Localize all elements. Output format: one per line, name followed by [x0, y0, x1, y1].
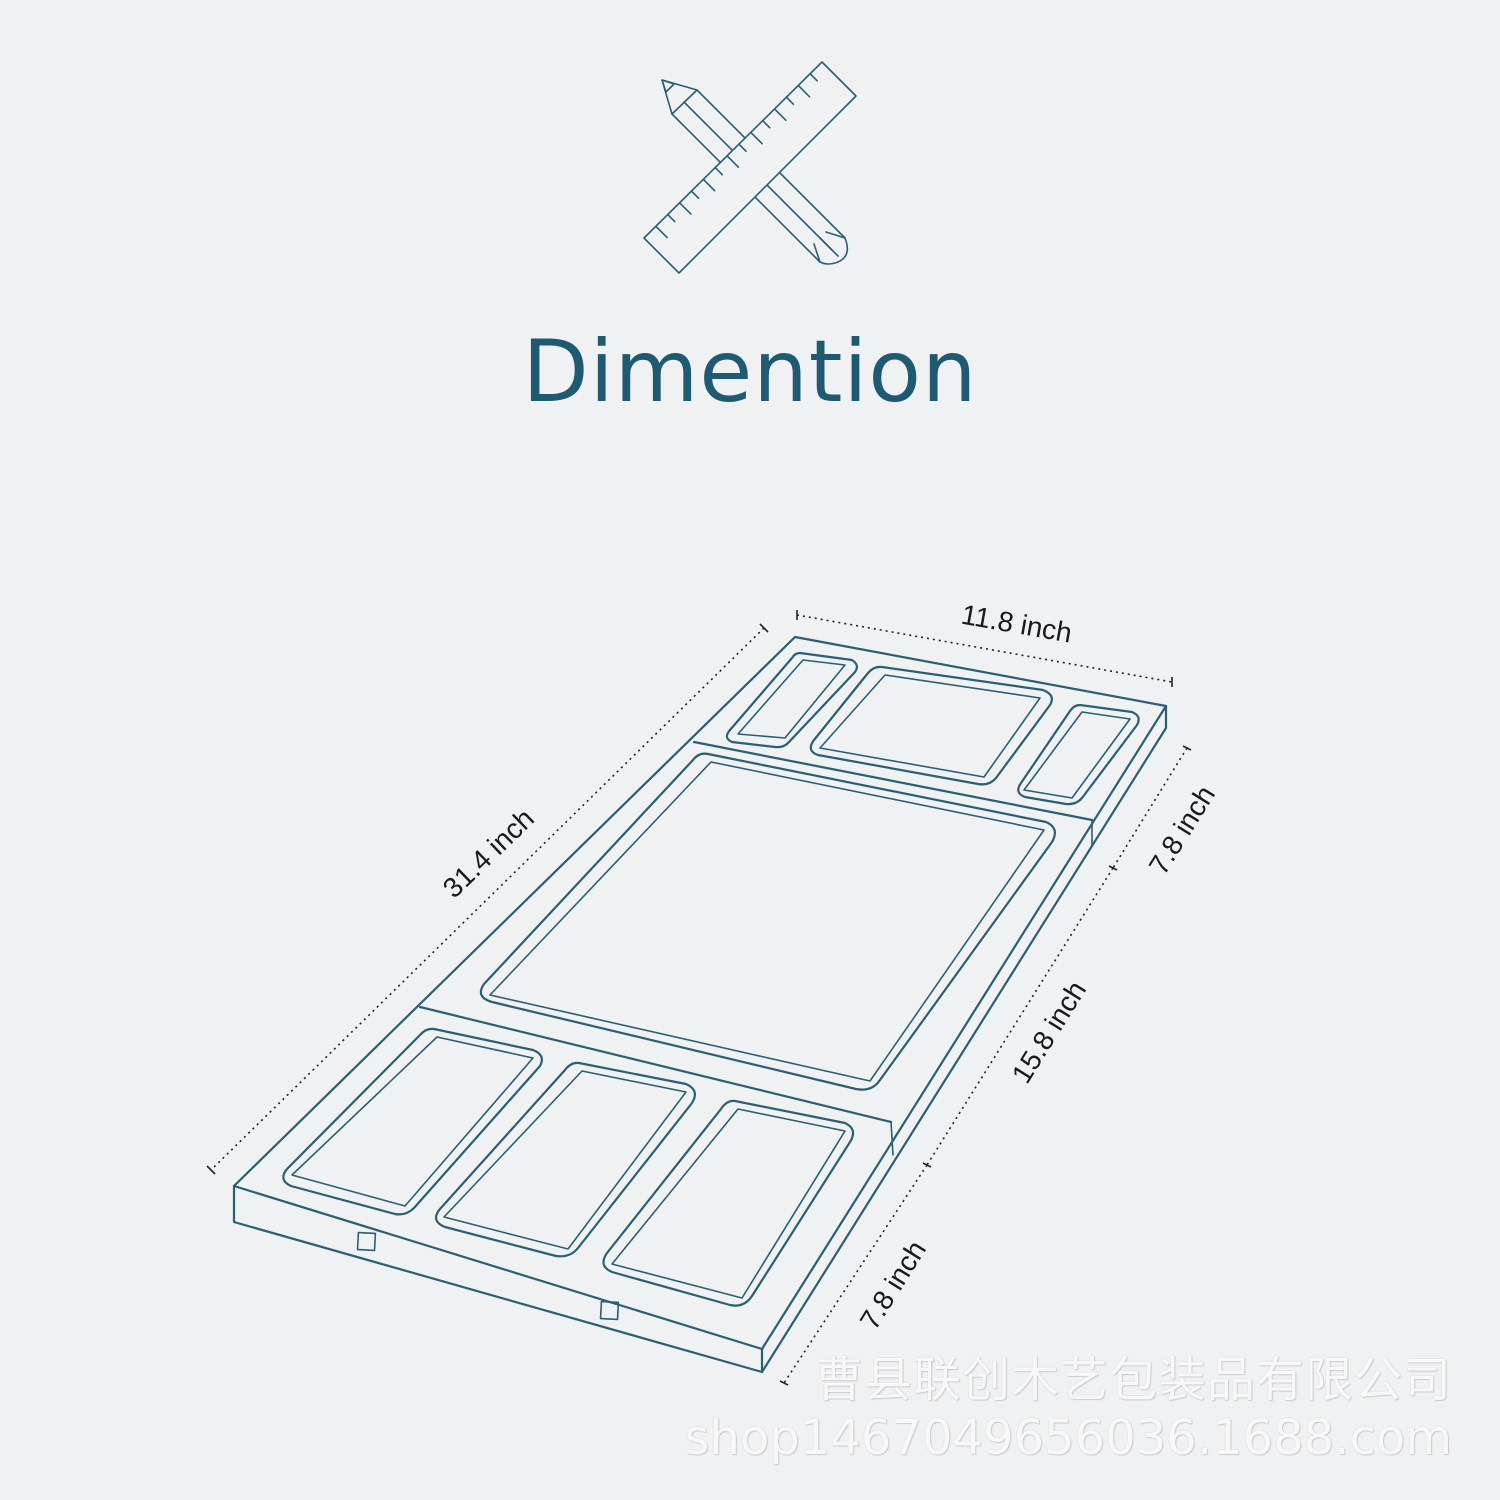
ruler-tick	[702, 178, 716, 192]
ruler-tick	[690, 190, 700, 199]
ruler-tick	[773, 108, 787, 122]
ruler-tick	[809, 72, 819, 82]
watermark-url: shop1467049656036.1688.com	[684, 1410, 1452, 1466]
ruler-tick	[797, 84, 811, 98]
ruler-tick	[726, 155, 740, 168]
overall-length-label: 31.4 inch	[437, 803, 540, 904]
ruler-tick	[785, 96, 795, 106]
tray-compartments	[282, 651, 1140, 1307]
right-upper-label: 7.8 inch	[1143, 780, 1221, 880]
ruler-tick	[714, 166, 724, 176]
right-lower-label: 7.8 inch	[854, 1235, 932, 1335]
ruler-tick	[749, 131, 763, 145]
page-title: Dimention	[522, 322, 978, 422]
tray-body	[232, 635, 1168, 1374]
ruler-icon	[643, 61, 857, 274]
ruler-tick	[655, 225, 668, 239]
dimension-lines	[206, 610, 1192, 1386]
watermark-company: 曹县联创木艺包装品有限公司	[814, 1352, 1452, 1408]
pencil-ruler-icon	[643, 61, 857, 274]
ruler-tick	[738, 143, 747, 153]
top-width-label: 11.8 inch	[959, 599, 1074, 649]
ruler-tick	[678, 202, 692, 215]
ruler-tick	[761, 119, 771, 129]
right-middle-label: 15.8 inch	[1006, 976, 1093, 1089]
ruler-tick	[666, 213, 676, 223]
